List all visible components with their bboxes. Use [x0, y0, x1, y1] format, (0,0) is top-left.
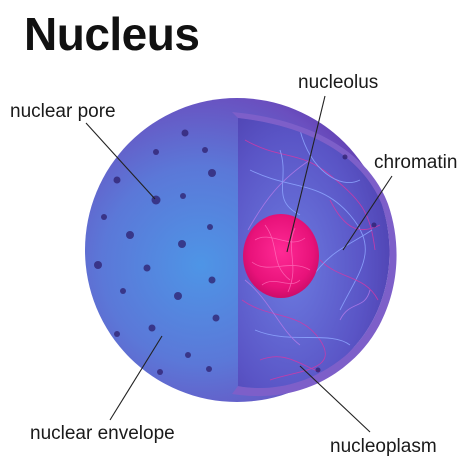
leader-nucleoplasm: [299, 365, 371, 433]
leader-chromatin: [342, 175, 393, 251]
label-nucleoplasm: nucleoplasm: [330, 436, 437, 457]
label-chromatin: chromatin: [374, 152, 458, 173]
nucleolus-body: [243, 214, 319, 298]
nucleolus-texture: [251, 224, 311, 293]
nuclear-pores: [94, 129, 377, 375]
leader-nuclear-pore: [85, 122, 156, 200]
label-nuclear-envelope: nuclear envelope: [30, 423, 175, 444]
diagram-title: Nucleus: [24, 8, 200, 60]
leader-nuclear-envelope: [109, 335, 163, 421]
label-nuclear-pore: nuclear pore: [10, 101, 116, 122]
leader-lines: [85, 95, 393, 433]
label-nucleolus: nucleolus: [298, 72, 379, 93]
chromatin-fibers: [241, 129, 381, 381]
leader-nucleolus: [286, 95, 326, 253]
